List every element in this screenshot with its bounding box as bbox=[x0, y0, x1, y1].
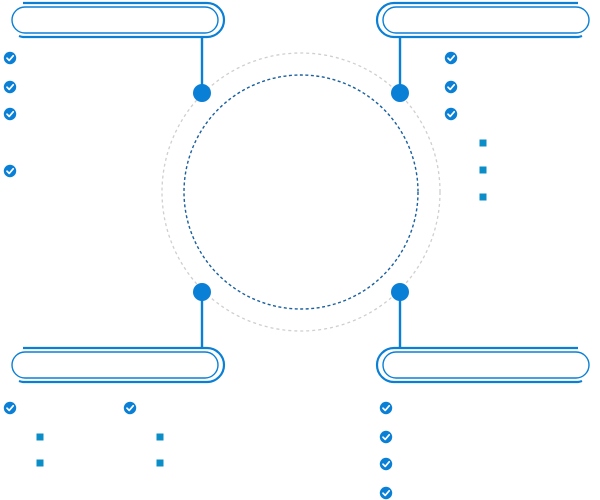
check-circle-icon bbox=[444, 51, 458, 65]
check-circle-icon bbox=[379, 401, 393, 415]
panel-frame bbox=[375, 1, 583, 39]
check-circle-icon bbox=[379, 457, 393, 471]
check-circle-icon bbox=[444, 80, 458, 94]
check-circle-icon bbox=[3, 107, 17, 121]
square-bullet-icon bbox=[36, 433, 44, 441]
check-circle-icon bbox=[3, 401, 17, 415]
panel-frame bbox=[18, 1, 226, 39]
panel-title-bar bbox=[382, 6, 590, 34]
panel-frame bbox=[18, 346, 226, 384]
connector-node bbox=[391, 283, 409, 301]
panel-title-bar bbox=[11, 6, 219, 34]
connector-node bbox=[391, 84, 409, 102]
square-bullet-icon bbox=[479, 139, 487, 147]
check-circle-icon bbox=[3, 51, 17, 65]
panel-top-left bbox=[3, 1, 226, 178]
panel-top-right bbox=[375, 1, 590, 201]
square-bullet-icon bbox=[479, 166, 487, 174]
check-circle-icon bbox=[3, 164, 17, 178]
check-circle-icon bbox=[379, 486, 393, 500]
check-circle-icon bbox=[123, 401, 137, 415]
panel-title-bar bbox=[382, 351, 590, 379]
connector-node bbox=[193, 84, 211, 102]
square-bullet-icon bbox=[156, 459, 164, 467]
check-circle-icon bbox=[444, 107, 458, 121]
inner-ring bbox=[183, 74, 419, 310]
panel-title-bar bbox=[11, 351, 219, 379]
panel-bottom-right bbox=[375, 283, 590, 500]
square-bullet-icon bbox=[156, 433, 164, 441]
square-bullet-icon bbox=[36, 459, 44, 467]
check-circle-icon bbox=[3, 80, 17, 94]
outer-ring bbox=[161, 52, 441, 332]
check-circle-icon bbox=[379, 430, 393, 444]
panel-frame bbox=[375, 346, 583, 384]
connector-node bbox=[193, 283, 211, 301]
panel-bottom-left bbox=[3, 283, 226, 467]
square-bullet-icon bbox=[479, 193, 487, 201]
